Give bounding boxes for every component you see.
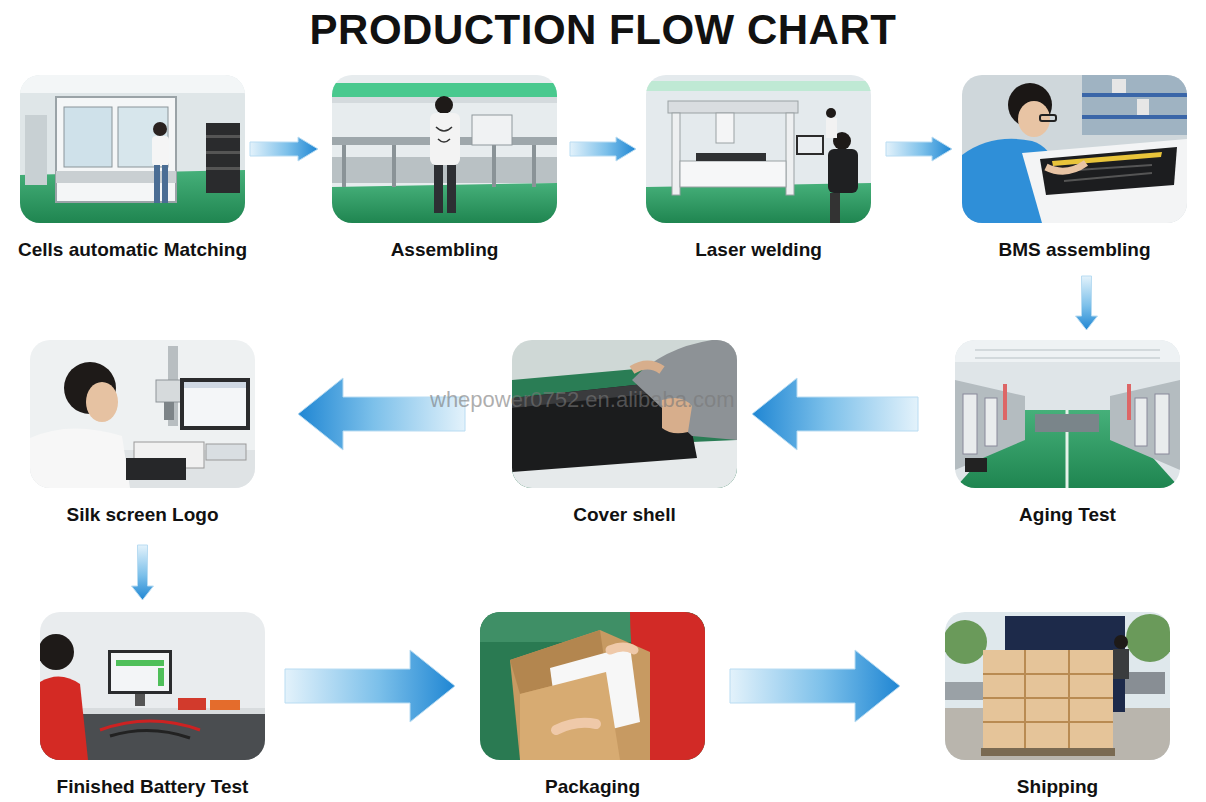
flow-arrow [752,378,918,450]
photo-finished-test [40,612,265,760]
step-caption: Cover shell [573,503,675,527]
step-caption: Finished Battery Test [57,775,249,799]
process-step: Cover shell [512,340,737,488]
photo-cells-matching [20,75,245,223]
flow-arrow [1076,276,1098,330]
step-caption: Silk screen Logo [66,503,218,527]
photo-bms-assembling [962,75,1187,223]
process-step: Laser welding [646,75,871,223]
photo-shipping [945,612,1170,760]
process-step: Shipping [945,612,1170,760]
flow-arrow [730,650,900,722]
chart-title: PRODUCTION FLOW CHART [0,4,1206,56]
photo-packaging [480,612,705,760]
step-caption: Packaging [545,775,640,799]
process-step: Silk screen Logo [30,340,255,488]
process-step: Finished Battery Test [40,612,265,760]
step-caption: Aging Test [1019,503,1116,527]
step-caption: Cells automatic Matching [18,238,247,262]
step-caption: Laser welding [695,238,822,262]
photo-cover-shell [512,340,737,488]
step-caption: Assembling [391,238,499,262]
photo-aging-test [955,340,1180,488]
flow-arrow [570,137,636,161]
process-step: Assembling [332,75,557,223]
photo-silk-screen [30,340,255,488]
process-step: Aging Test [955,340,1180,488]
process-step: Packaging [480,612,705,760]
watermark: whepower0752.en.alibaba.com [430,387,735,413]
flow-arrow [298,378,465,450]
photo-laser-welding [646,75,871,223]
process-step: BMS assembling [962,75,1187,223]
flow-arrow [886,137,952,161]
process-step: Cells automatic Matching [20,75,245,223]
flow-arrow [132,545,154,600]
flow-arrow [285,650,455,722]
step-caption: BMS assembling [998,238,1150,262]
step-caption: Shipping [1017,775,1098,799]
flow-arrow [250,137,318,161]
photo-assembling [332,75,557,223]
